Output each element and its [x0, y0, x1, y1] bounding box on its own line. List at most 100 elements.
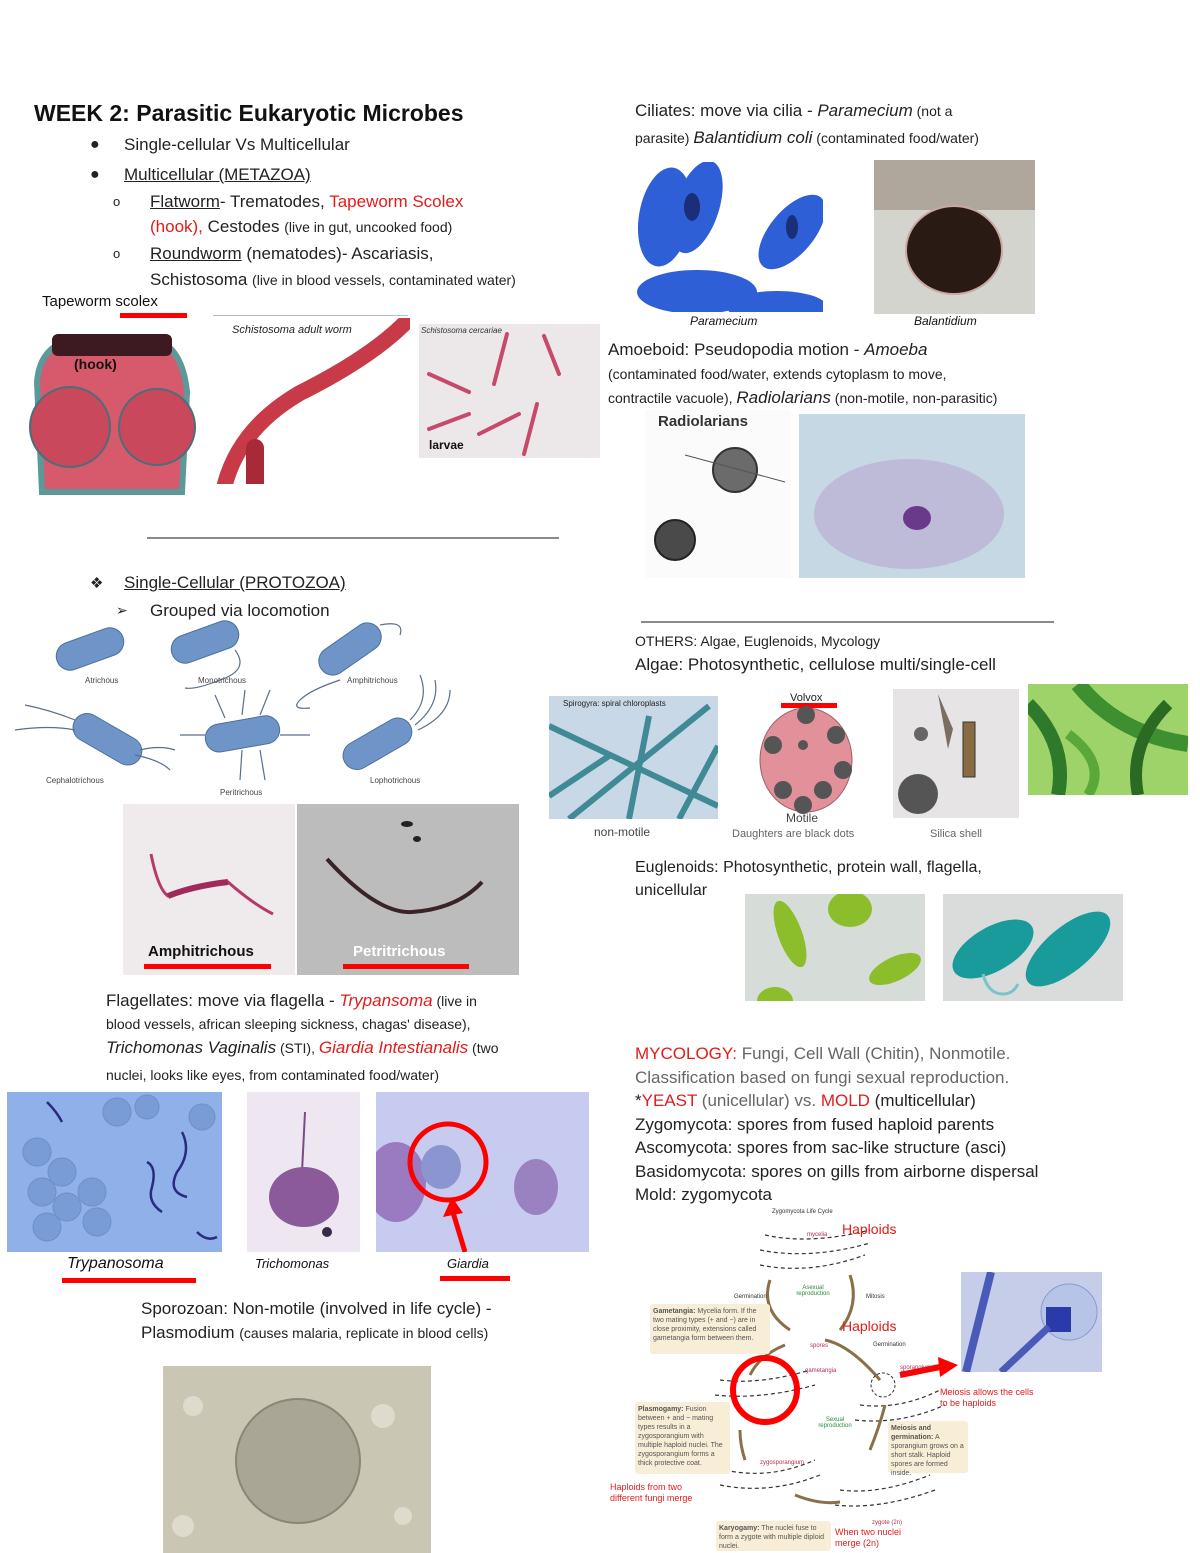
yeast-text: YEAST	[641, 1091, 698, 1110]
zygosporangium-label: zygosporangium	[760, 1460, 805, 1466]
radiolarians-photo: Radiolarians	[645, 410, 791, 578]
radiolarians-illustration	[654, 447, 786, 561]
red-underline	[781, 703, 837, 708]
haploids-label-2: Haploids	[842, 1318, 897, 1334]
paramecium-text: Paramecium	[817, 101, 913, 120]
zygote-label: zygote (2n)	[872, 1520, 903, 1526]
amphitrichous-photo-label: Amphitrichous	[148, 943, 254, 960]
balantidium-note: (contaminated food/water)	[812, 130, 979, 146]
red-underline	[62, 1278, 196, 1283]
mold-text: MOLD	[820, 1091, 870, 1110]
plasmodium-text: Plasmodium	[141, 1323, 240, 1342]
sub-bullet-circle: o	[113, 194, 121, 209]
step-2-title: Plasmogamy:	[638, 1406, 684, 1413]
tapeworm-scolex-image: (hook)	[22, 322, 200, 502]
haploids-label-1: Haploids	[842, 1221, 897, 1237]
schistosoma-adult-image: Schistosoma adult worm	[210, 318, 410, 484]
red-underline	[343, 964, 469, 969]
volvox-photo	[758, 705, 854, 815]
yeast-note: (unicellular) vs.	[697, 1091, 821, 1110]
image-top-rule	[213, 315, 408, 316]
ciliates-note: (not a	[912, 103, 953, 119]
flagellates-text: Flagellates: move via flagella -	[106, 991, 340, 1010]
ascomycota-line: Ascomycota: spores from sac-like structu…	[635, 1138, 1007, 1157]
volvox-label: Volvox	[790, 692, 823, 704]
hook-text: (hook),	[150, 217, 203, 236]
giardia-note: (two	[468, 1040, 499, 1056]
ciliates-line-1: Ciliates: move via cilia - Paramecium (n…	[635, 101, 952, 121]
balantidium-caption: Balantidium	[914, 314, 977, 328]
euglena-illustration	[757, 894, 921, 1001]
amoeboid-line-1: Amoeboid: Pseudopodia motion - Amoeba	[608, 340, 927, 360]
sexual-label: Sexual reproduction	[818, 1417, 852, 1429]
schistosoma-cercariae-image: Schistosoma cercariae larvae	[419, 324, 600, 458]
roundworm-line: Roundworm (nematodes)- Ascariasis,	[150, 244, 433, 264]
amoeboid-text: Amoeboid: Pseudopodia motion -	[608, 340, 865, 359]
germination-left-label: Germination	[734, 1294, 767, 1300]
red-underline	[120, 313, 187, 318]
larvae-label: larvae	[429, 438, 464, 452]
trichomonas-caption: Trichomonas	[255, 1256, 330, 1271]
motile-caption: Motile	[786, 811, 819, 825]
giardia-text: Giardia Intestianalis	[318, 1038, 469, 1057]
page-title: WEEK 2: Parasitic Eukaryotic Microbes	[34, 100, 464, 126]
spirochete-illustration	[149, 853, 274, 916]
euglenoids-line-2: unicellular	[635, 882, 708, 899]
diatom-photo	[893, 689, 1019, 818]
bullet-dot: ●	[90, 166, 100, 183]
others-heading: OTHERS: Algae, Euglenoids, Mycology	[635, 633, 881, 649]
asterisk: *	[635, 1091, 642, 1110]
radiolarians-text: Radiolarians	[736, 388, 831, 407]
vacuole-text: contractile vacuole),	[608, 390, 737, 406]
sub-bullet-circle: o	[113, 246, 121, 261]
mycology-line-2: Classification based on fungi sexual rep…	[635, 1068, 1010, 1087]
roundworm-note: (live in blood vessels, contaminated wat…	[252, 272, 516, 288]
haploids-two-fungi-note: Haploids from two different fungi merge	[610, 1482, 693, 1503]
flagellates-line-4: nuclei, looks like eyes, from contaminat…	[106, 1067, 440, 1083]
volvox-illustration	[759, 706, 853, 814]
step-4-body: A sporangium grows on a short stalk. Hap…	[891, 1434, 964, 1477]
mold-note: (multicellular)	[869, 1091, 976, 1110]
spores-label: spores	[810, 1343, 829, 1349]
step-1-body: Mycelia form. If the two mating types (+…	[653, 1308, 757, 1342]
trichomonas-illustration	[269, 1111, 339, 1237]
step-1-box: Gametangia: Mycelia form. If the two mat…	[650, 1304, 770, 1354]
euglenoids-line-1: Euglenoids: Photosynthetic, protein wall…	[635, 859, 982, 876]
zygomycota-line: Zygomycota: spores from fused haploid pa…	[635, 1115, 995, 1134]
spirogyra-label: Spirogyra: spiral chloroplasts	[563, 699, 666, 708]
daughters-caption: Daughters are black dots	[732, 828, 855, 840]
giardia-illustration	[376, 1121, 558, 1252]
diatom-illustration	[898, 694, 976, 814]
red-underline	[440, 1276, 510, 1281]
mycology-line-1: MYCOLOGY: Fungi, Cell Wall (Chitin), Non…	[635, 1044, 1010, 1064]
yeast-mold-line: *YEAST (unicellular) vs. MOLD (multicell…	[635, 1091, 976, 1111]
cercariae-illustration	[427, 332, 561, 456]
mold-zygomycota-line: Mold: zygomycota	[635, 1185, 772, 1204]
zygomycota-lifecycle-diagram: Zygomycota Life Cycle Haploids mycelia A…	[610, 1205, 1034, 1553]
giardia-caption: Giardia	[447, 1256, 489, 1271]
step-2-body: Fusion between + and − mating types resu…	[638, 1406, 723, 1467]
flagellates-line-2: blood vessels, african sleeping sickness…	[106, 1016, 471, 1032]
amoeboid-line-2: (contaminated food/water, extends cytopl…	[608, 366, 947, 382]
plasmodium-illustration	[172, 1396, 412, 1537]
protozoa-subheading: Grouped via locomotion	[150, 601, 330, 620]
step-3-box: Karyogamy: The nuclei fuse to form a zyg…	[716, 1521, 831, 1551]
trypansoma-text: Trypansoma	[339, 991, 433, 1010]
balantidium-photo	[874, 160, 1035, 314]
two-nuclei-note: When two nuclei merge (2n)	[835, 1527, 902, 1548]
flagella-types-illustration	[14, 620, 451, 781]
giardia-photo	[376, 1092, 589, 1252]
schistosoma-text: Schistosoma	[150, 270, 253, 289]
bacterium-illustration	[325, 821, 484, 915]
flatworm-label: Flatworm	[150, 192, 220, 211]
diamond-bullet: ❖	[90, 575, 104, 592]
amphitrichous-label: Amphitrichous	[347, 676, 398, 685]
scolex-illustration	[29, 334, 196, 495]
section-divider-right	[641, 621, 1054, 623]
petritrichous-photo-label: Petritrichous	[353, 943, 446, 960]
sporozoan-line-1: Sporozoan: Non-motile (involved in life …	[141, 1299, 492, 1318]
asexual-label: Asexual reproduction	[796, 1285, 830, 1297]
atrichous-label: Atrichous	[85, 676, 119, 685]
balantidium-text: Balantidium coli	[693, 128, 813, 147]
roundworm-line-2: Schistosoma (live in blood vessels, cont…	[150, 270, 516, 290]
